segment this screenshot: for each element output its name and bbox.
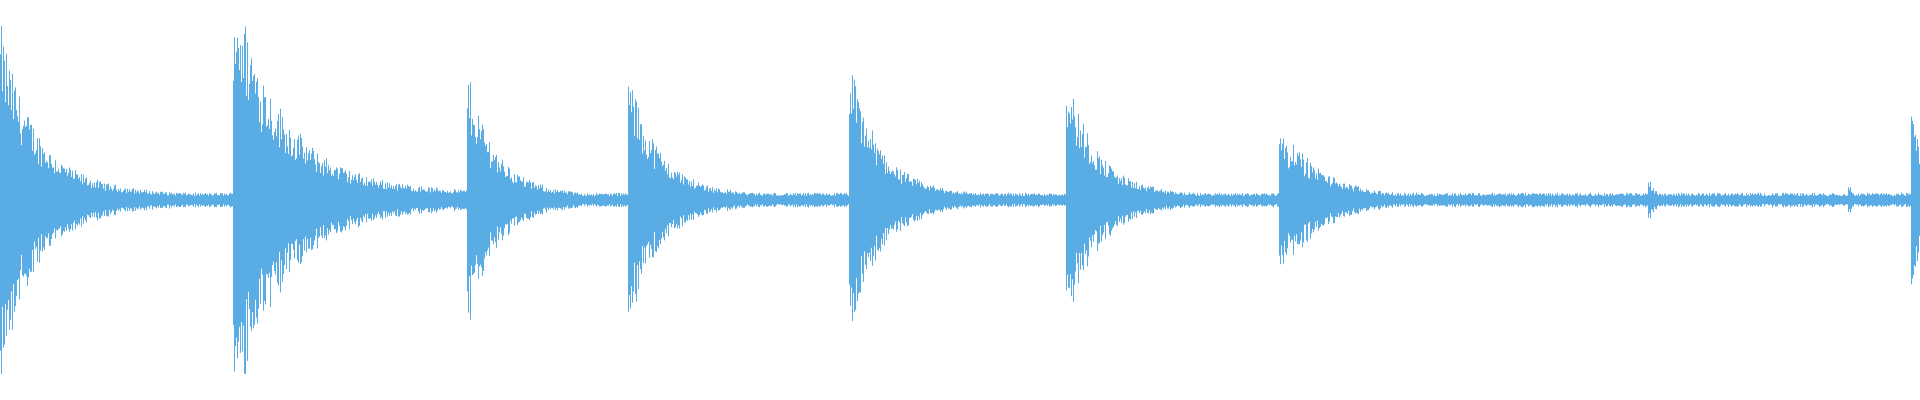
waveform-trace	[0, 25, 1920, 374]
